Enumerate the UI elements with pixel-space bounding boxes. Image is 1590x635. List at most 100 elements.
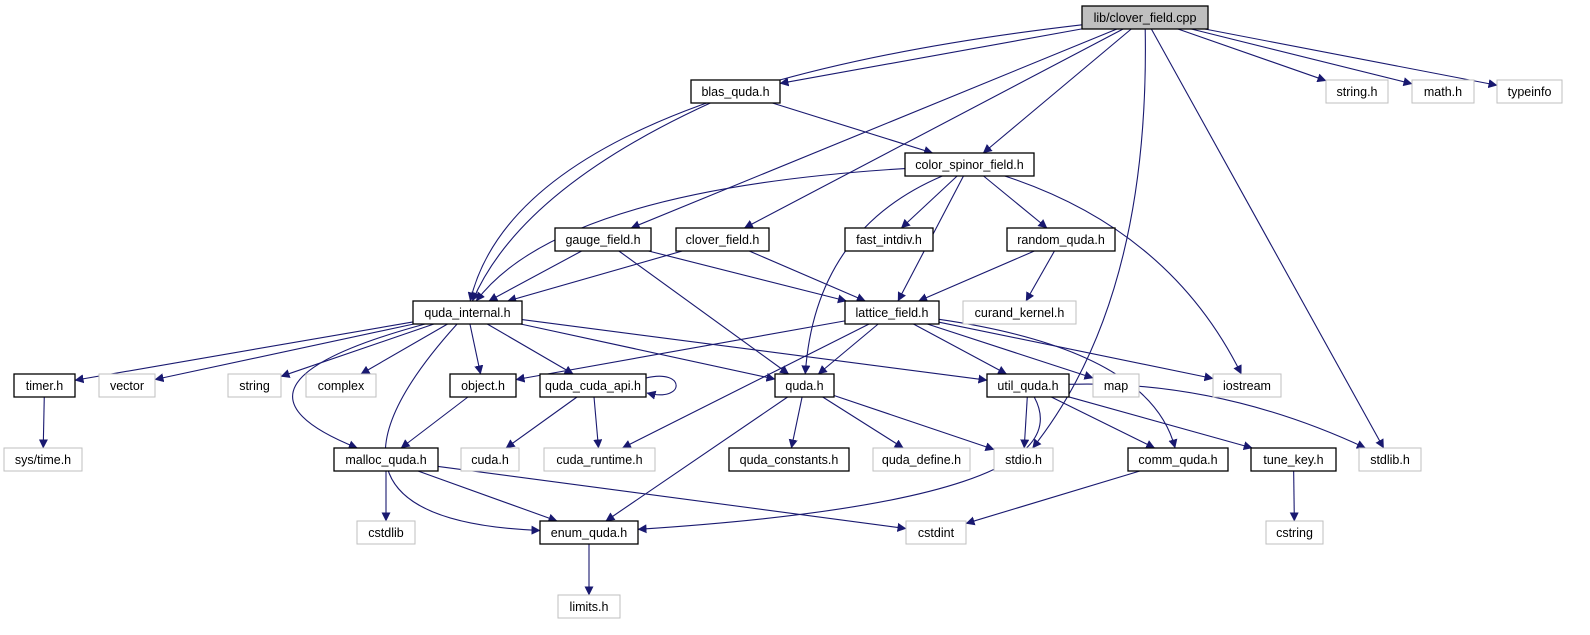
node-quda-define: quda_define.h bbox=[872, 447, 971, 472]
edge-quda_internal-to-util_quda bbox=[521, 319, 988, 384]
node-lattice-field[interactable]: lattice_field.h bbox=[844, 300, 940, 325]
edge-quda_cuda_api-to-quda_cuda_api bbox=[645, 375, 677, 400]
node-quda-internal[interactable]: quda_internal.h bbox=[412, 300, 523, 325]
node-clover-field-cpp: lib/clover_field.cpp bbox=[1081, 5, 1209, 30]
node-blas-quda[interactable]: blas_quda.h bbox=[690, 79, 781, 104]
node-label: cstring bbox=[1276, 526, 1313, 540]
edge-clover_field_cpp-to-gauge_field bbox=[630, 28, 1118, 229]
node-math-h: math.h bbox=[1411, 79, 1475, 104]
node-clover-field-h[interactable]: clover_field.h bbox=[675, 227, 770, 252]
node-box bbox=[412, 300, 523, 325]
node-label: string bbox=[239, 379, 270, 393]
node-label: cuda_runtime.h bbox=[556, 453, 642, 467]
node-box bbox=[904, 152, 1035, 177]
node-malloc-quda[interactable]: malloc_quda.h bbox=[333, 447, 439, 472]
node-tune-key[interactable]: tune_key.h bbox=[1250, 447, 1337, 472]
node-box bbox=[962, 300, 1077, 325]
node-timer-h[interactable]: timer.h bbox=[13, 373, 76, 398]
node-object-h[interactable]: object.h bbox=[449, 373, 517, 398]
edge-clover_field_cpp-to-clover_field_h bbox=[743, 28, 1124, 229]
node-box bbox=[554, 227, 652, 252]
node-quda-constants[interactable]: quda_constants.h bbox=[728, 447, 850, 472]
edge-timer_h-to-sys_time bbox=[38, 396, 48, 449]
node-label: stdio.h bbox=[1005, 453, 1042, 467]
node-stdio-h: stdio.h bbox=[993, 447, 1054, 472]
edge-util_quda-to-comm_quda bbox=[1051, 396, 1156, 449]
node-label: blas_quda.h bbox=[701, 85, 769, 99]
node-box bbox=[1127, 447, 1229, 472]
node-label: quda_internal.h bbox=[424, 306, 510, 320]
node-complex: complex bbox=[305, 373, 377, 398]
node-box bbox=[1081, 5, 1209, 30]
edge-quda_internal-to-enum_quda bbox=[385, 323, 541, 535]
node-label: malloc_quda.h bbox=[345, 453, 426, 467]
edge-clover_field_cpp-to-stdio_h bbox=[1032, 28, 1146, 449]
edge-random_quda-to-lattice_field bbox=[918, 250, 1035, 302]
edge-quda_cuda_api-to-cuda_h bbox=[505, 396, 578, 449]
node-gauge-field[interactable]: gauge_field.h bbox=[554, 227, 652, 252]
edge-clover_field_h-to-quda_internal bbox=[507, 250, 683, 303]
edge-quda_h-to-enum_quda bbox=[605, 396, 788, 522]
node-random-quda[interactable]: random_quda.h bbox=[1006, 227, 1116, 252]
edge-quda_internal-to-vector bbox=[154, 323, 414, 383]
edge-clover_field_h-to-lattice_field bbox=[748, 250, 866, 302]
edge-lattice_field-to-cuda_runtime bbox=[621, 323, 870, 449]
node-label: curand_kernel.h bbox=[975, 306, 1065, 320]
node-sys-time: sys/time.h bbox=[3, 447, 83, 472]
edge-malloc_quda-to-enum_quda bbox=[417, 470, 558, 523]
node-box bbox=[3, 447, 83, 472]
edge-clover_field_cpp-to-math_h bbox=[1191, 28, 1413, 87]
node-fast-intdiv[interactable]: fast_intdiv.h bbox=[844, 227, 934, 252]
node-box bbox=[356, 520, 416, 545]
node-label: cuda.h bbox=[471, 453, 509, 467]
node-label: vector bbox=[110, 379, 144, 393]
edge-gauge_field-to-lattice_field bbox=[648, 250, 847, 304]
edge-tune_key-to-cstring bbox=[1289, 470, 1299, 522]
node-label: fast_intdiv.h bbox=[856, 233, 922, 247]
node-color-spinor-field[interactable]: color_spinor_field.h bbox=[904, 152, 1035, 177]
node-box bbox=[1358, 447, 1422, 472]
node-util-quda[interactable]: util_quda.h bbox=[986, 373, 1070, 398]
node-box bbox=[986, 373, 1070, 398]
edge-quda_h-to-quda_constants bbox=[788, 396, 803, 449]
node-box bbox=[557, 594, 621, 619]
node-box bbox=[993, 447, 1054, 472]
node-label: limits.h bbox=[570, 600, 609, 614]
node-label: clover_field.h bbox=[686, 233, 760, 247]
node-limits-h: limits.h bbox=[557, 594, 621, 619]
edge-lattice_field-to-object_h bbox=[515, 320, 846, 383]
node-label: random_quda.h bbox=[1017, 233, 1105, 247]
node-quda-cuda-api[interactable]: quda_cuda_api.h bbox=[539, 373, 647, 398]
edge-color_spinor_field-to-fast_intdiv bbox=[900, 175, 958, 229]
node-comm-quda[interactable]: comm_quda.h bbox=[1127, 447, 1229, 472]
node-label: cstdint bbox=[918, 526, 955, 540]
node-label: lattice_field.h bbox=[856, 306, 929, 320]
node-label: sys/time.h bbox=[15, 453, 71, 467]
edges bbox=[38, 24, 1498, 596]
node-box bbox=[460, 447, 520, 472]
edge-quda_h-to-quda_define bbox=[822, 396, 904, 449]
node-label: quda.h bbox=[785, 379, 823, 393]
edge-color_spinor_field-to-random_quda bbox=[983, 175, 1048, 229]
node-box bbox=[774, 373, 835, 398]
node-vector: vector bbox=[98, 373, 156, 398]
edge-clover_field_cpp-to-typeinfo bbox=[1204, 28, 1498, 89]
node-cstdint: cstdint bbox=[905, 520, 967, 545]
node-box bbox=[1496, 79, 1563, 104]
node-label: timer.h bbox=[26, 379, 64, 393]
node-box bbox=[98, 373, 156, 398]
edge-color_spinor_field-to-quda_h bbox=[801, 175, 943, 375]
node-label: comm_quda.h bbox=[1138, 453, 1217, 467]
node-enum-quda[interactable]: enum_quda.h bbox=[539, 520, 639, 545]
edge-comm_quda-to-cstdint bbox=[965, 470, 1141, 526]
node-box bbox=[539, 373, 647, 398]
edge-util_quda-to-enum_quda bbox=[637, 396, 1041, 534]
node-typeinfo: typeinfo bbox=[1496, 79, 1563, 104]
node-box bbox=[728, 447, 850, 472]
node-cstring: cstring bbox=[1265, 520, 1324, 545]
node-stdlib-h: stdlib.h bbox=[1358, 447, 1422, 472]
node-quda-h[interactable]: quda.h bbox=[774, 373, 835, 398]
node-label: quda_define.h bbox=[882, 453, 961, 467]
edge-clover_field_cpp-to-stdlib_h bbox=[1150, 28, 1385, 449]
